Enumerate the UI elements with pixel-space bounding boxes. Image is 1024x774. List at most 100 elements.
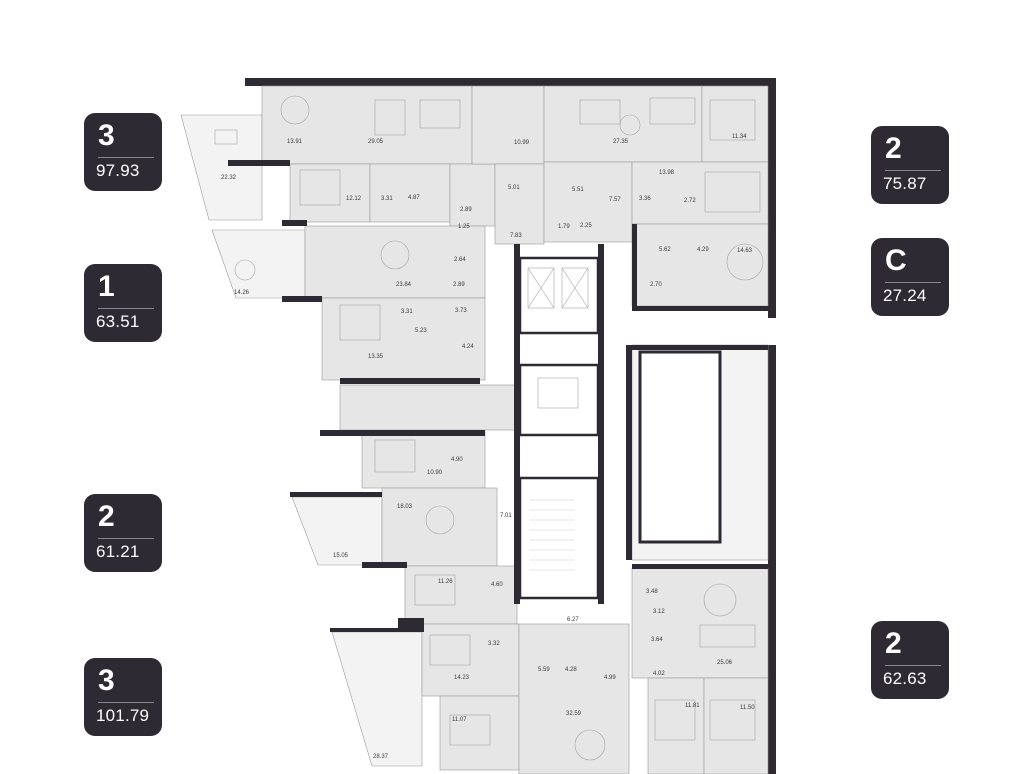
east-wall-lower <box>768 565 776 774</box>
room-label: 7.57 <box>609 197 621 203</box>
room-label: 11.26 <box>438 579 453 585</box>
room-label: 12.12 <box>346 196 362 202</box>
room-label: 13.98 <box>659 170 675 176</box>
room-label: 14.23 <box>454 675 470 681</box>
apartment-badge-3-rooms-101-79[interactable]: 3 101.79 <box>84 658 162 736</box>
hall-apt-3-top[interactable] <box>449 163 496 227</box>
room-label: 2.72 <box>684 198 696 204</box>
living-room-apt-3-top[interactable] <box>261 85 473 165</box>
room-label: 2.25 <box>580 223 592 229</box>
living-room-25-06[interactable] <box>631 567 769 679</box>
badge-area: 63.51 <box>96 312 140 331</box>
room-label: 5.62 <box>659 247 671 253</box>
bedroom-13-98[interactable] <box>631 161 769 225</box>
room-label: 13.91 <box>287 139 303 145</box>
room-label: 27.35 <box>613 139 629 145</box>
room-label: 2.89 <box>453 282 465 288</box>
room-7-83[interactable] <box>494 163 545 245</box>
room-label: 29.05 <box>368 139 384 145</box>
bath-apt-3-top[interactable] <box>369 163 451 223</box>
elevator-core-top <box>518 256 600 335</box>
east-wall-upper <box>768 78 776 318</box>
room-label: 5.51 <box>572 187 584 193</box>
room-label: 7.01 <box>500 513 512 519</box>
badge-divider <box>885 665 941 666</box>
living-room-apt-1[interactable] <box>304 225 486 299</box>
bedroom-11-50[interactable] <box>703 677 769 774</box>
apartment-badge-3-rooms-97-93[interactable]: 3 97.93 <box>84 113 162 191</box>
apartment-badge-2-rooms-75-87[interactable]: 2 75.87 <box>871 126 949 204</box>
bedroom-11-26[interactable] <box>404 565 518 625</box>
badge-divider <box>885 282 941 283</box>
room-label: 4.90 <box>451 457 463 463</box>
furniture <box>214 95 764 761</box>
apartment-badge-2-rooms-62-63[interactable]: 2 62.63 <box>871 621 949 699</box>
stair-treads <box>530 499 574 571</box>
bedroom-14-23[interactable] <box>421 623 520 697</box>
badge-area: 75.87 <box>883 174 927 193</box>
bedroom-apt-2-left[interactable] <box>361 431 486 489</box>
room-label: 3.31 <box>401 309 413 315</box>
badge-area: 101.79 <box>96 706 150 725</box>
room-label: 3.36 <box>639 196 651 202</box>
room-label: 28.37 <box>373 754 389 760</box>
room-label: 4.99 <box>604 675 616 681</box>
room-label: 3.48 <box>646 589 658 595</box>
room-label: 11.34 <box>732 134 747 140</box>
room-label: 3.64 <box>651 637 663 643</box>
room-label: 1.25 <box>458 224 470 230</box>
elevator-core-mid <box>518 363 600 437</box>
badge-divider <box>98 157 154 158</box>
elevator-cabs <box>527 267 589 409</box>
bedroom-apt-3-top[interactable] <box>289 163 371 223</box>
room-label: 32.59 <box>566 711 582 717</box>
room-label: 11.81 <box>685 703 700 709</box>
room-label: 7.83 <box>510 233 522 239</box>
living-room-apt-2-left[interactable] <box>381 487 498 567</box>
room-label: 4.87 <box>408 195 420 201</box>
badge-divider <box>98 538 154 539</box>
room-label: 23.84 <box>396 282 412 288</box>
badge-room-count: C <box>885 244 907 277</box>
bedroom-11-07[interactable] <box>439 695 520 771</box>
living-room-32-59[interactable] <box>518 623 630 774</box>
north-wall <box>245 78 775 86</box>
room-label: 3.31 <box>381 196 393 202</box>
stair-core <box>518 476 600 600</box>
apartment-badge-studio-27-24[interactable]: C 27.24 <box>871 238 949 316</box>
room-10-99[interactable] <box>471 85 545 165</box>
room-label: 6.27 <box>567 617 579 623</box>
room-label: 3.12 <box>653 609 665 615</box>
room-label: 15.05 <box>333 553 349 559</box>
room-label: 1.79 <box>558 224 570 230</box>
bedroom-11-34[interactable] <box>701 85 769 163</box>
badge-room-count: 3 <box>98 119 115 152</box>
badge-area: 27.24 <box>883 286 927 305</box>
east-wall-mid <box>768 345 776 565</box>
badge-room-count: 2 <box>885 627 902 660</box>
room-label: 3.73 <box>455 308 467 314</box>
badge-room-count: 1 <box>98 270 115 303</box>
room-label: 18.03 <box>397 504 413 510</box>
room-label: 14.63 <box>737 248 753 254</box>
badge-area: 62.63 <box>883 669 927 688</box>
room-label: 2.64 <box>454 257 466 263</box>
room-label: 5.01 <box>508 185 520 191</box>
room-label: 11.50 <box>740 705 755 711</box>
room-label: 2.70 <box>650 282 662 288</box>
room-label: 4.24 <box>462 344 474 350</box>
room-label: 4.29 <box>697 247 709 253</box>
badge-room-count: 2 <box>885 132 902 165</box>
apartment-badge-1-room-63-51[interactable]: 1 63.51 <box>84 264 162 342</box>
room-label: 4.60 <box>491 582 503 588</box>
courtyard-void <box>638 350 722 544</box>
lobby-corridor <box>339 384 521 431</box>
room-label: 25.06 <box>717 660 733 666</box>
bedroom-11-81[interactable] <box>647 677 705 774</box>
room-label: 5.23 <box>415 328 427 334</box>
room-label: 5.59 <box>538 667 550 673</box>
bedroom-apt-1[interactable] <box>321 297 486 381</box>
apartment-badge-2-rooms-61-21[interactable]: 2 61.21 <box>84 494 162 572</box>
studio-apartment[interactable] <box>631 223 769 307</box>
bath-apt-2-top[interactable] <box>543 161 633 243</box>
